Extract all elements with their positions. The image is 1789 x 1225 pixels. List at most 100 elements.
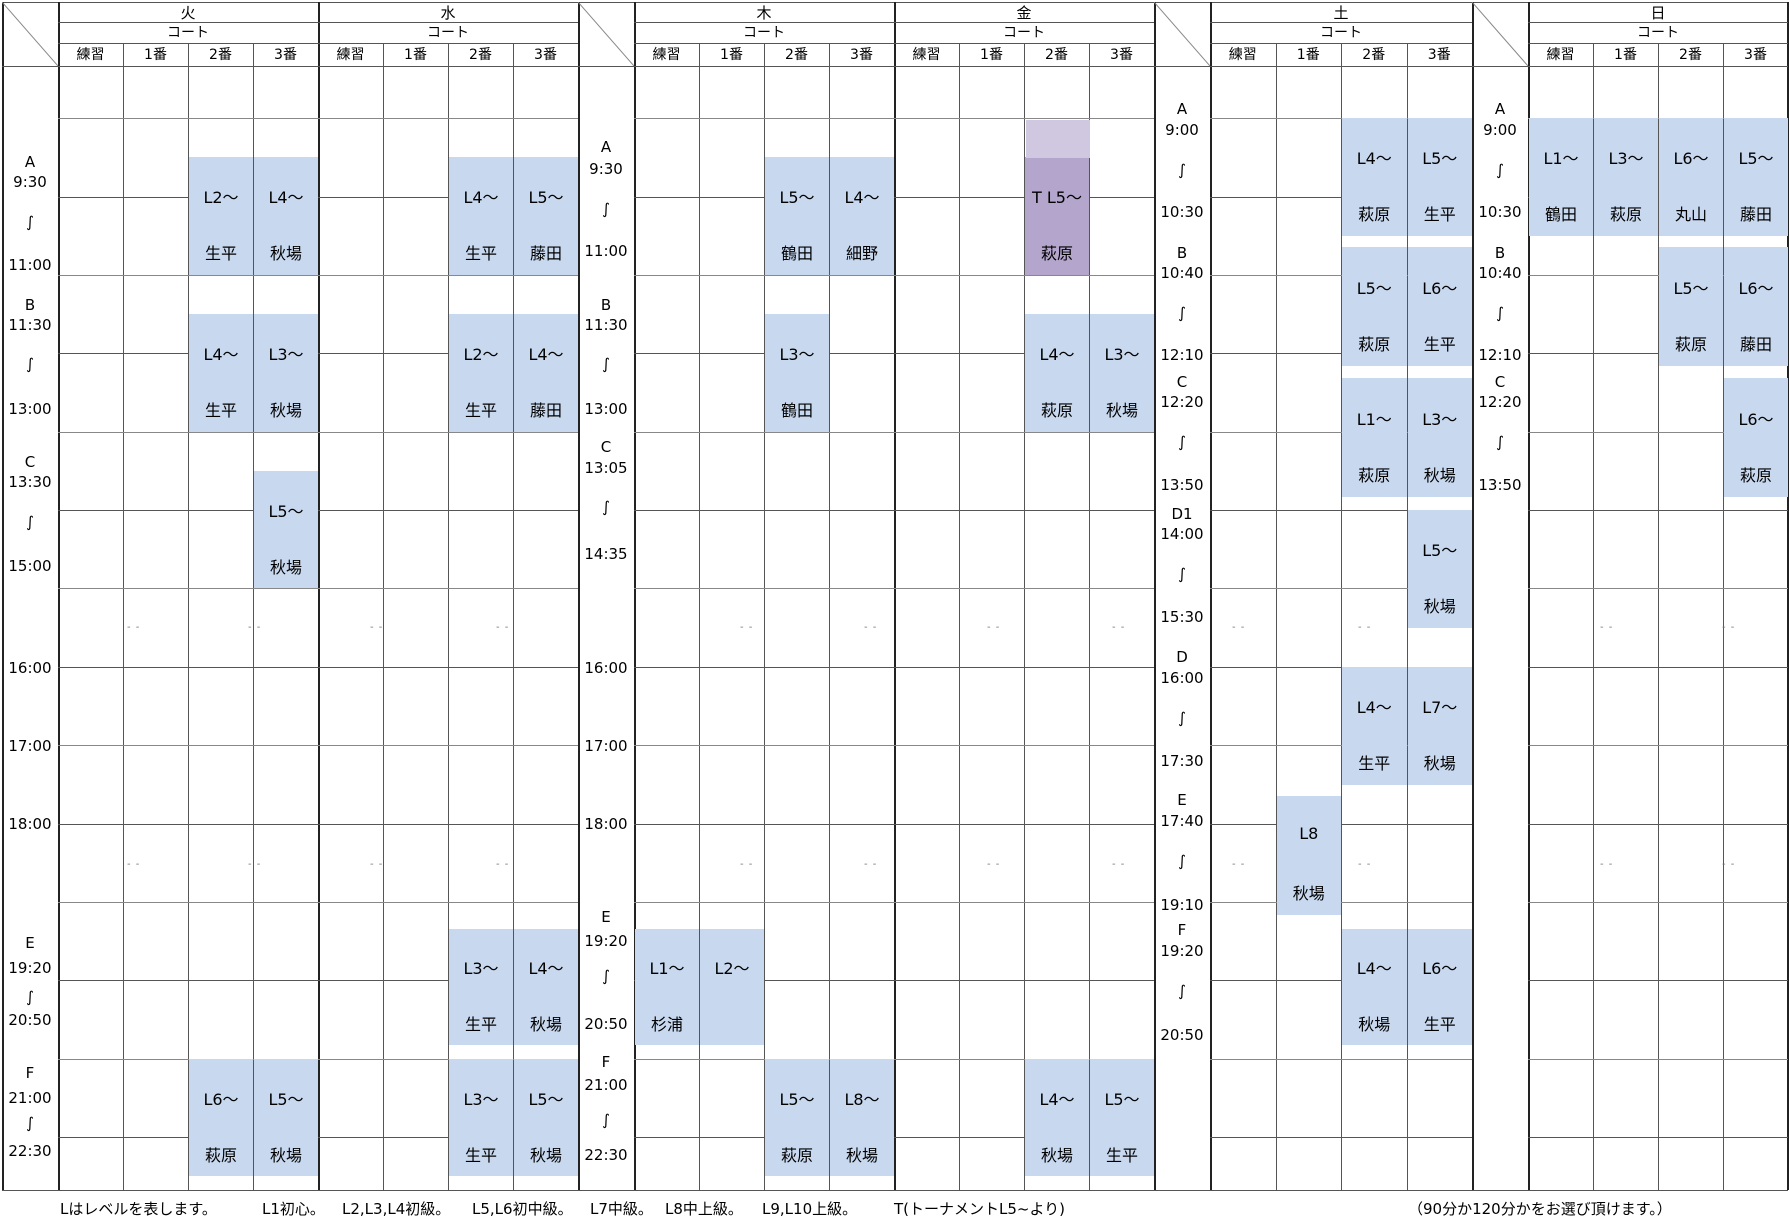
class-slot: L3～生平 <box>449 929 513 1045</box>
time-slot-start: 13:30 <box>8 473 52 491</box>
grid-hline <box>634 510 894 511</box>
grid-hline <box>318 510 578 511</box>
grid-vline <box>1472 2 1474 1190</box>
grid-vline <box>2 2 4 1190</box>
grid-hline <box>318 197 578 198</box>
grid-hline <box>1528 667 1788 668</box>
time-slot-end: 13:50 <box>1478 476 1522 494</box>
class-slot: L5～生平 <box>1407 118 1472 236</box>
slot-level: L6～ <box>203 1089 239 1109</box>
class-slot: L5～秋場 <box>254 1059 318 1176</box>
slot-instructor: 秋場 <box>1105 401 1138 420</box>
slot-level: L6～ <box>1673 149 1709 168</box>
grid-vline <box>959 43 960 1190</box>
corner-diagonal <box>2 2 58 66</box>
class-slot: L3～萩原 <box>1594 118 1658 236</box>
class-slot: L5～萩原 <box>1659 247 1723 366</box>
grid-hline <box>894 510 1154 511</box>
time-slot-code: C <box>1176 373 1188 391</box>
slot-level: L5～ <box>779 188 815 207</box>
slot-level: L4～ <box>1039 345 1075 364</box>
legend-note-8: T(トーナメントL5~より) <box>894 1200 1066 1218</box>
slot-level: L6～ <box>1422 959 1458 978</box>
slot-level: L4～ <box>1356 698 1392 717</box>
time-slot-end: 18:00 <box>584 815 628 833</box>
grid-hline <box>894 745 1154 746</box>
court-column-header: 3番 <box>274 46 297 63</box>
time-slot-code: C <box>600 438 612 456</box>
slot-instructor: 萩原 <box>1040 401 1073 420</box>
class-slot: L4～生平 <box>189 314 253 432</box>
court-column-header: 練習 <box>1228 46 1257 63</box>
half-hour-marker: - - <box>1722 622 1736 633</box>
grid-vline <box>448 43 449 1190</box>
grid-hline <box>1528 432 1788 433</box>
class-slot: L5～生平 <box>1090 1059 1154 1176</box>
legend-note-5: L7中級。 <box>590 1200 653 1218</box>
grid-hline <box>318 980 578 981</box>
grid-hline <box>318 43 578 44</box>
class-slot: L5～秋場 <box>254 471 318 588</box>
grid-vline <box>123 43 124 1190</box>
time-slot-tilde: ∫ <box>26 513 34 531</box>
slot-level: L5～ <box>1104 1089 1140 1109</box>
slot-instructor: 鶴田 <box>1544 205 1577 224</box>
time-slot-start: 19:20 <box>584 932 628 950</box>
court-header: コート <box>743 24 785 41</box>
grid-hline <box>634 745 894 746</box>
grid-hline <box>894 824 1154 825</box>
grid-hline <box>1210 118 1472 119</box>
time-slot-start: 9:30 <box>589 160 623 178</box>
class-slot: L4～生平 <box>1342 667 1407 785</box>
corner-diagonal <box>1154 2 1210 66</box>
time-slot-start: 9:30 <box>13 173 47 191</box>
grid-hline <box>1210 824 1472 825</box>
half-hour-marker: - - <box>987 859 1001 870</box>
grid-hline <box>1210 510 1472 511</box>
time-slot-start: 14:00 <box>1160 525 1204 543</box>
class-slot: L1～萩原 <box>1342 378 1407 497</box>
slot-instructor: 藤田 <box>529 401 562 420</box>
grid-hline <box>894 902 1154 903</box>
court-column-header: 2番 <box>1362 46 1386 63</box>
grid-hline <box>1528 275 1788 276</box>
time-slot-end: 15:00 <box>8 557 52 575</box>
half-hour-marker: - - <box>1232 622 1246 633</box>
day-header: 金 <box>1016 3 1032 22</box>
time-slot-tilde: ∫ <box>26 355 34 373</box>
grid-vline <box>894 2 896 1190</box>
legend-note-2: L1初心。 <box>262 1200 325 1218</box>
time-slot-tilde: ∫ <box>26 1114 34 1132</box>
slot-instructor: 細野 <box>845 244 878 263</box>
time-slot-end: 13:00 <box>584 400 628 418</box>
court-column-header: 練習 <box>336 46 365 63</box>
slot-level: L4～ <box>844 188 880 207</box>
grid-hline <box>634 824 894 825</box>
slot-level: L3～ <box>463 1089 499 1109</box>
class-slot: L4～秋場 <box>514 929 578 1045</box>
court-column-header: 1番 <box>404 46 427 63</box>
slot-instructor: 萩原 <box>1040 244 1073 263</box>
slot-instructor: 生平 <box>1423 334 1456 354</box>
slot-instructor: 秋場 <box>1423 597 1456 616</box>
slot-instructor: 鶴田 <box>780 401 813 420</box>
slot-level: L4～ <box>463 188 499 207</box>
grid-hline <box>58 118 318 119</box>
grid-vline <box>1593 43 1594 1190</box>
slot-level: L5～ <box>1422 541 1458 560</box>
grid-vline <box>383 43 384 1190</box>
time-slot-code: F <box>601 1053 611 1071</box>
slot-instructor: 秋場 <box>529 1145 562 1165</box>
class-slot: L5～秋場 <box>514 1059 578 1176</box>
grid-hline <box>634 43 894 44</box>
half-hour-marker: - - <box>740 859 754 870</box>
grid-vline <box>318 2 320 1190</box>
time-slot-code: D1 <box>1171 505 1193 523</box>
slot-level: L1～ <box>1543 149 1579 168</box>
class-slot: L5～藤田 <box>514 157 578 275</box>
grid-hline <box>1210 353 1472 354</box>
slot-instructor: 生平 <box>464 244 497 263</box>
grid-hline <box>634 197 894 198</box>
court-column-header: 練習 <box>1546 46 1575 63</box>
